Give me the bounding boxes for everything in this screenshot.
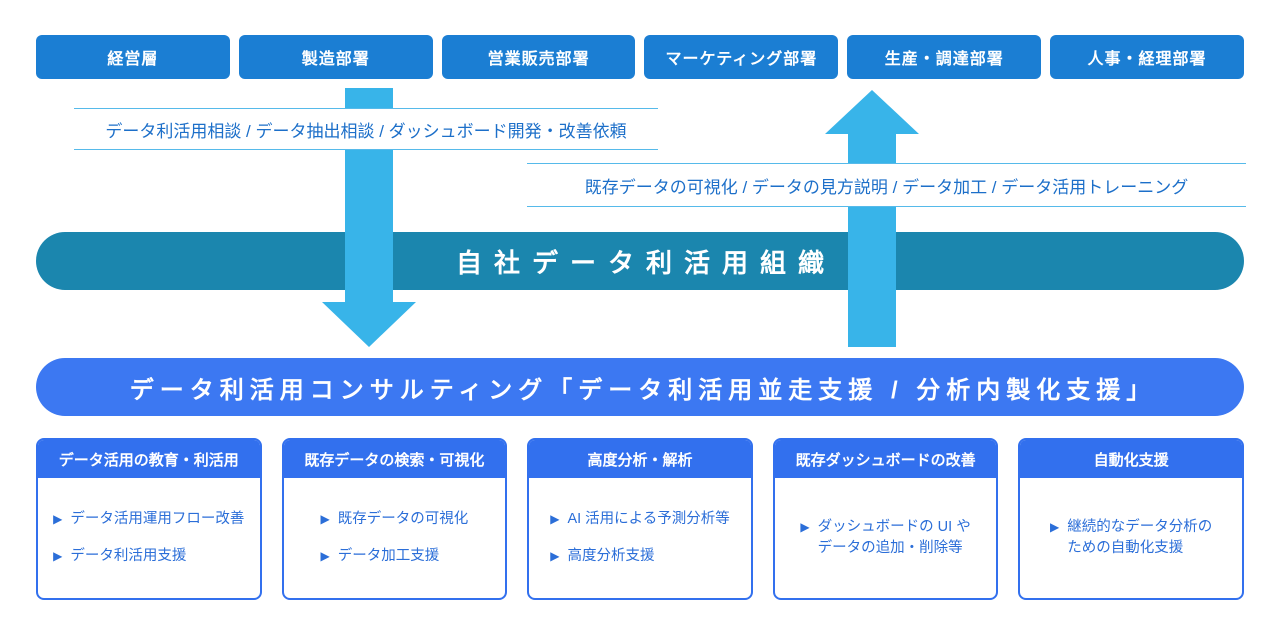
bullet-triangle-icon: ▶ [550, 548, 560, 563]
dept-box-marketing: マーケティング部署 [644, 35, 839, 79]
dept-box-sales: 営業販売部署 [441, 35, 636, 79]
service-card-advanced-analysis: 高度分析・解析 ▶ AI 活用による予測分析等 ▶ 高度分析支援 [527, 438, 753, 600]
service-card-title: 高度分析・解析 [529, 440, 751, 478]
list-item: ▶ データ利活用支援 [53, 546, 244, 567]
service-card-title: 既存ダッシュボードの改善 [774, 440, 997, 478]
service-card-dashboard-improvement: 既存ダッシュボードの改善 ▶ ダッシュボードの UI や データの追加・削除等 [772, 438, 999, 600]
org-bar: 自社データ利活用組織 [36, 232, 1244, 290]
service-card-title: データ活用の教育・利活用 [38, 440, 260, 478]
list-item-label: 既存データの可視化 [337, 511, 469, 528]
service-card-title: 既存データの検索・可視化 [283, 440, 506, 478]
list-item-label: データ加工支援 [337, 547, 440, 564]
bullet-triangle-icon: ▶ [320, 548, 330, 563]
bullet-triangle-icon: ▶ [1050, 519, 1060, 534]
request-flow-label: データ利活用相談 / データ抽出相談 / ダッシュボード開発・改善依頼 [74, 108, 658, 150]
list-item-label: データ活用運用フロー改善 [70, 511, 245, 528]
up-arrow-icon [825, 90, 919, 347]
dept-box-management: 経営層 [36, 35, 230, 79]
list-item-label: 高度分析支援 [567, 547, 655, 564]
list-item: ▶ データ加工支援 [321, 546, 469, 567]
list-item-label: 継続的なデータ分析の ための自動化支援 [1067, 518, 1213, 556]
bullet-triangle-icon: ▶ [53, 512, 63, 527]
dept-box-hr-accounting: 人事・経理部署 [1050, 35, 1244, 79]
department-row: 経営層 製造部署 営業販売部署 マーケティング部署 生産・調達部署 人事・経理部… [36, 35, 1244, 79]
service-card-title: 自動化支援 [1020, 440, 1242, 478]
list-item: ▶ AI 活用による予測分析等 [550, 509, 730, 530]
list-item: ▶ ダッシュボードの UI や データの追加・削除等 [800, 517, 970, 559]
list-item: ▶ 高度分析支援 [550, 546, 730, 567]
dept-box-production-procurement: 生産・調達部署 [847, 35, 1042, 79]
bullet-triangle-icon: ▶ [320, 512, 330, 527]
consulting-bar: データ利活用コンサルティング「データ利活用並走支援 / 分析内製化支援」 [36, 358, 1244, 416]
bullet-triangle-icon: ▶ [550, 512, 560, 527]
service-card-search-visualization: 既存データの検索・可視化 ▶ 既存データの可視化 ▶ データ加工支援 [281, 438, 508, 600]
bullet-triangle-icon: ▶ [53, 548, 63, 563]
service-row: データ活用の教育・利活用 ▶ データ活用運用フロー改善 ▶ データ利活用支援 既… [36, 438, 1244, 600]
list-item-label: ダッシュボードの UI や データの追加・削除等 [817, 518, 971, 556]
list-item: ▶ 既存データの可視化 [321, 509, 469, 530]
service-card-automation: 自動化支援 ▶ 継続的なデータ分析の ための自動化支援 [1018, 438, 1244, 600]
list-item-label: AI 活用による予測分析等 [567, 511, 730, 528]
service-card-education: データ活用の教育・利活用 ▶ データ活用運用フロー改善 ▶ データ利活用支援 [36, 438, 262, 600]
list-item: ▶ 継続的なデータ分析の ための自動化支援 [1050, 517, 1212, 559]
list-item: ▶ データ活用運用フロー改善 [53, 509, 244, 530]
list-item-label: データ利活用支援 [70, 547, 187, 564]
dept-box-manufacturing: 製造部署 [238, 35, 433, 79]
bullet-triangle-icon: ▶ [800, 519, 810, 534]
delivery-flow-label: 既存データの可視化 / データの見方説明 / データ加工 / データ活用トレーニ… [527, 163, 1246, 207]
